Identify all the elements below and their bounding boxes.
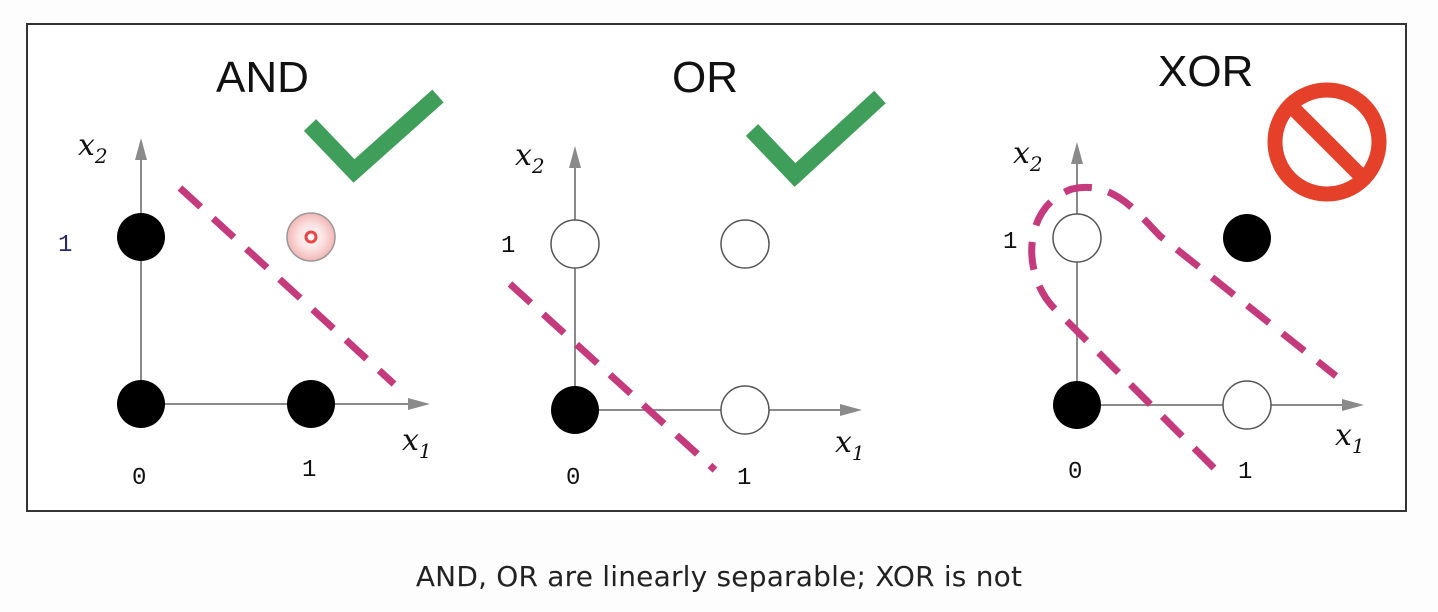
panel-or: OR x2 x1 0 1 1 <box>501 53 886 492</box>
point-0-0 <box>551 386 599 434</box>
y-tick-1: 1 <box>501 233 515 260</box>
y-axis-label: x2 <box>1013 136 1043 176</box>
point-0-1 <box>117 213 165 261</box>
point-0-1 <box>1052 213 1102 263</box>
x-tick-0: 0 <box>1068 459 1082 486</box>
panel-title: OR <box>672 53 738 102</box>
x-tick-1: 1 <box>1238 459 1252 486</box>
x-axis-arrow <box>1342 399 1364 411</box>
x-tick-1: 1 <box>737 465 751 492</box>
point-1-0 <box>287 380 335 428</box>
y-tick-1: 1 <box>1003 229 1017 256</box>
x-axis-arrow <box>408 398 430 410</box>
separator-line <box>177 185 397 387</box>
prohibited-icon <box>1267 82 1387 202</box>
y-axis-arrow <box>569 146 581 168</box>
point-1-1 <box>1223 214 1271 262</box>
y-axis-arrow <box>135 138 147 160</box>
y-axis-label: x2 <box>78 128 108 168</box>
y-axis-label: x2 <box>515 138 545 178</box>
panel-title: AND <box>216 53 309 102</box>
check-icon <box>303 89 444 183</box>
y-tick-1: 1 <box>58 232 72 259</box>
separator-boundary <box>1028 183 1339 471</box>
panel-title: XOR <box>1158 47 1253 96</box>
check-icon <box>745 90 886 187</box>
panel-and: AND x2 x1 0 1 1 <box>58 53 444 492</box>
x-axis-label: x1 <box>1335 418 1365 458</box>
point-1-1 <box>286 212 336 262</box>
figure-caption: AND, OR are linearly separable; XOR is n… <box>415 560 1023 593</box>
x-tick-1: 1 <box>302 457 316 484</box>
separator-line <box>507 281 718 473</box>
x-tick-0: 0 <box>132 465 146 492</box>
point-0-1 <box>550 219 600 269</box>
point-1-0 <box>1222 380 1272 430</box>
x-tick-0: 0 <box>566 465 580 492</box>
point-1-1 <box>720 219 770 269</box>
logic-gates-figure: AND x2 x1 0 1 1 <box>26 23 1407 512</box>
x-axis-label: x1 <box>402 423 432 463</box>
point-0-0 <box>117 380 165 428</box>
panel-xor: XOR x2 x1 0 1 1 <box>1003 47 1387 486</box>
point-0-0 <box>1053 381 1101 429</box>
y-axis-arrow <box>1071 142 1083 164</box>
x-axis-label: x1 <box>835 425 865 465</box>
x-axis-arrow <box>840 404 862 416</box>
point-1-0 <box>720 385 770 435</box>
